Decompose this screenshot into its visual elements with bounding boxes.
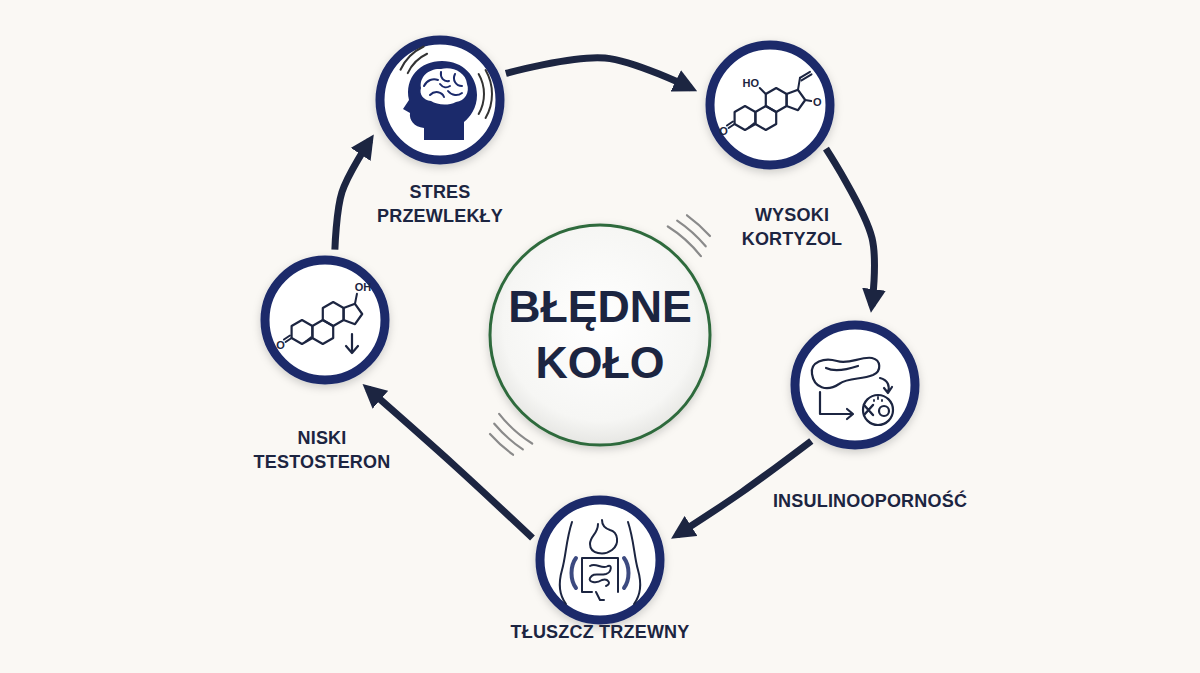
step-ring: [795, 325, 915, 445]
atom-label: OH: [355, 281, 372, 292]
cycle-step: INSULINOOPORNOŚĆ: [790, 320, 920, 450]
center-ring: [490, 225, 710, 445]
center-title: BŁĘDNE KOŁO: [500, 279, 700, 391]
cycle-arrow: [826, 149, 875, 306]
cycle-step: TŁUSZCZ TRZEWNY: [535, 495, 665, 625]
cycle-arrow: [335, 141, 370, 250]
vibration-arc: [687, 215, 710, 236]
atom-label: O: [813, 97, 822, 108]
cycle-arrow: [506, 58, 691, 88]
node-outline: [487, 222, 713, 448]
node-outline: [375, 35, 505, 165]
step-label: INSULINOOPORNOŚĆ: [765, 489, 975, 513]
step-ring: [710, 45, 830, 165]
center-circle: BŁĘDNE KOŁO: [487, 222, 713, 448]
vibration-arc: [494, 424, 523, 450]
atom-label: HO: [743, 78, 760, 89]
step-label: TŁUSZCZ TRZEWNY: [490, 620, 710, 644]
step-ring: [540, 500, 660, 620]
cycle-arrow: [368, 389, 533, 538]
step-label: STRES PRZEWLEKŁY: [370, 180, 510, 229]
cycle-step: STRES PRZEWLEKŁY: [375, 35, 505, 165]
cycle-arrow: [677, 441, 811, 535]
step-label: NISKI TESTOSTERON: [247, 426, 397, 475]
node-outline: [260, 255, 390, 385]
step-ring: [380, 40, 500, 160]
vibration-arc: [490, 434, 513, 455]
node-outline: [790, 320, 920, 450]
node-outline: [535, 495, 665, 625]
step-ring: [265, 260, 385, 380]
cycle-step: NISKI TESTOSTERON: [260, 255, 390, 385]
atom-label: O: [276, 340, 285, 351]
atom-label: O: [719, 126, 728, 137]
vibration-arc: [677, 221, 706, 247]
step-label: WYSOKI KORTYZOL: [727, 203, 857, 252]
